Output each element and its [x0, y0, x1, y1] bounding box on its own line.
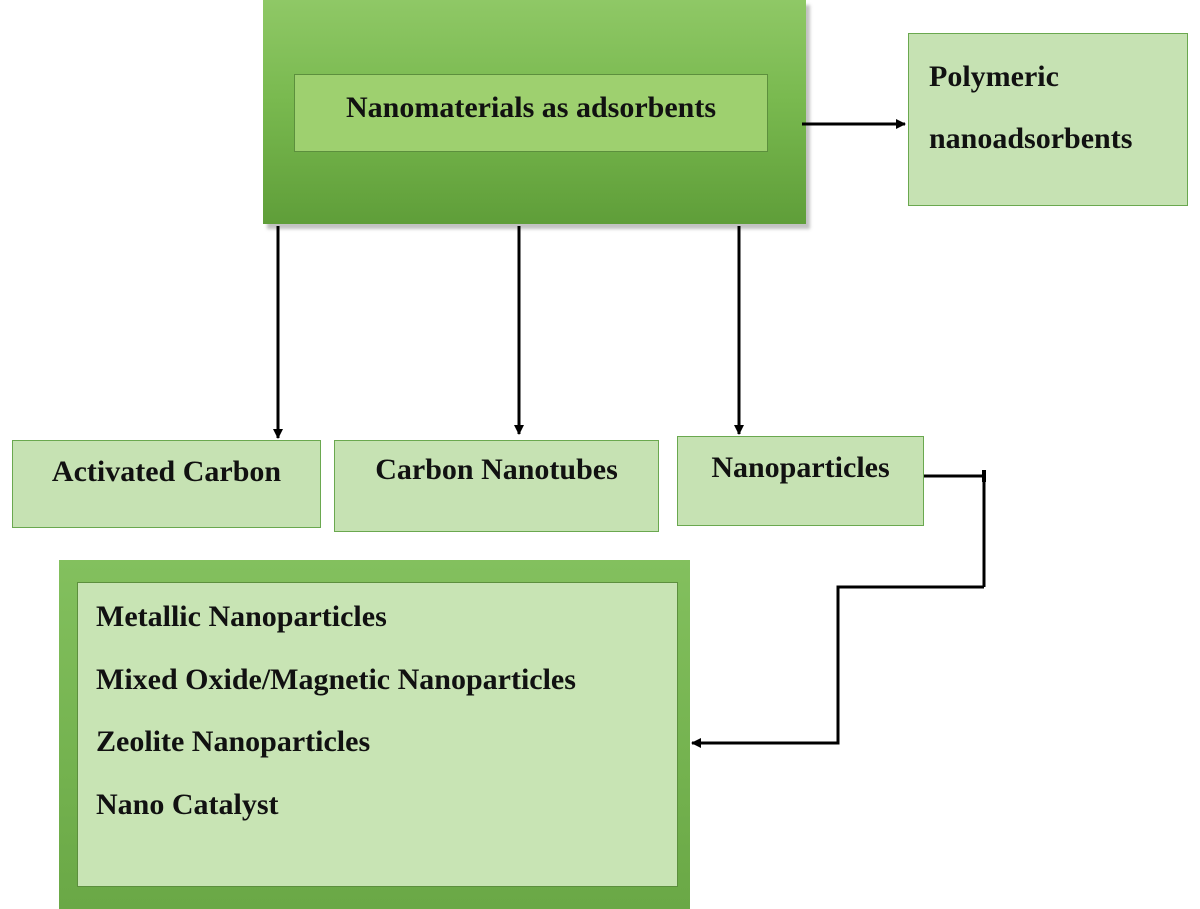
nanoparticle-type-item: Zeolite Nanoparticles [96, 725, 371, 758]
bracket-from-nanoparticles [924, 474, 986, 587]
arrow-to-nanoparticle-types [691, 585, 984, 748]
nanoparticle-type-item: Nano Catalyst [96, 787, 279, 821]
carbon-nanotubes-node: Carbon Nanotubes [334, 440, 659, 532]
activated-carbon-label: Activated Carbon [51, 455, 282, 488]
nanoparticle-type-item: Mixed Oxide/Magnetic Nanoparticles [96, 662, 576, 696]
nanoparticles-label: Nanoparticles [711, 451, 890, 484]
polymeric-node-label-line2: nanoadsorbents [929, 122, 1133, 155]
root-node-label: Nanomaterials as adsorbents [345, 91, 716, 124]
polymeric-nanoadsorbents-node: Polymeric nanoadsorbents [908, 33, 1188, 206]
nanoparticles-node: Nanoparticles [677, 436, 924, 526]
root-node: Nanomaterials as adsorbents [294, 74, 768, 152]
nanoparticle-types-node: Metallic Nanoparticles Mixed Oxide/Magne… [77, 582, 678, 887]
nanoparticle-type-item: Metallic Nanoparticles [96, 600, 387, 633]
polymeric-node-label-line1: Polymeric [929, 60, 1059, 93]
activated-carbon-node: Activated Carbon [12, 440, 321, 528]
carbon-nanotubes-label: Carbon Nanotubes [375, 453, 618, 486]
